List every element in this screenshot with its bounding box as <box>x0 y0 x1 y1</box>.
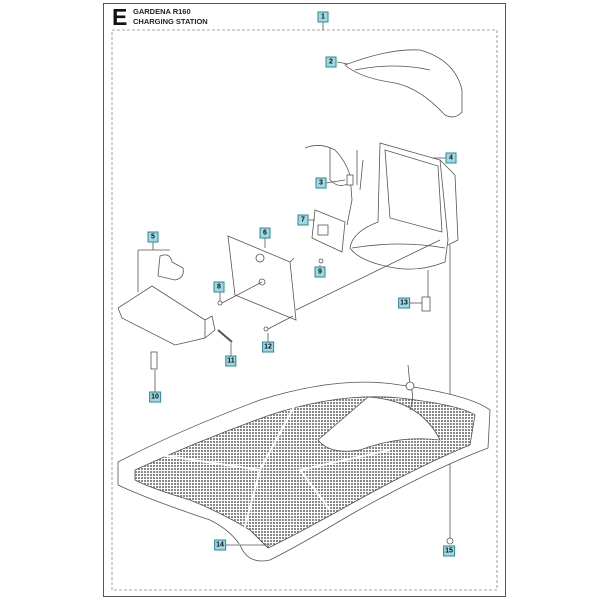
part-boundary-mat <box>117 381 491 562</box>
callout-12[interactable]: 12 <box>262 341 274 353</box>
assembly-dashed-boundary <box>111 29 498 591</box>
part-cable-harness <box>304 145 364 226</box>
callout-7[interactable]: 7 <box>297 214 309 226</box>
callout-1[interactable]: 1 <box>317 11 329 23</box>
assembly-title: CHARGING STATION <box>133 17 208 26</box>
part-cover <box>344 49 463 118</box>
section-letter: E <box>112 4 128 30</box>
callout-11[interactable]: 11 <box>225 355 237 367</box>
part-side-cover <box>117 254 216 346</box>
part-circuit-board <box>311 209 346 253</box>
callout-8[interactable]: 8 <box>213 281 225 293</box>
callout-5[interactable]: 5 <box>147 231 159 243</box>
part-back-plate <box>227 235 297 321</box>
callout-10[interactable]: 10 <box>149 391 161 403</box>
drawing-sheet-frame <box>103 3 506 597</box>
callout-4[interactable]: 4 <box>445 152 457 164</box>
part-housing <box>349 142 459 270</box>
model-title: GARDENA R160 <box>133 7 191 16</box>
callout-14[interactable]: 14 <box>214 539 226 551</box>
callout-3[interactable]: 3 <box>315 177 327 189</box>
callout-6[interactable]: 6 <box>259 227 271 239</box>
callout-2[interactable]: 2 <box>325 56 337 68</box>
callout-9[interactable]: 9 <box>314 266 326 278</box>
callout-15[interactable]: 15 <box>443 545 455 557</box>
callout-13[interactable]: 13 <box>398 297 410 309</box>
